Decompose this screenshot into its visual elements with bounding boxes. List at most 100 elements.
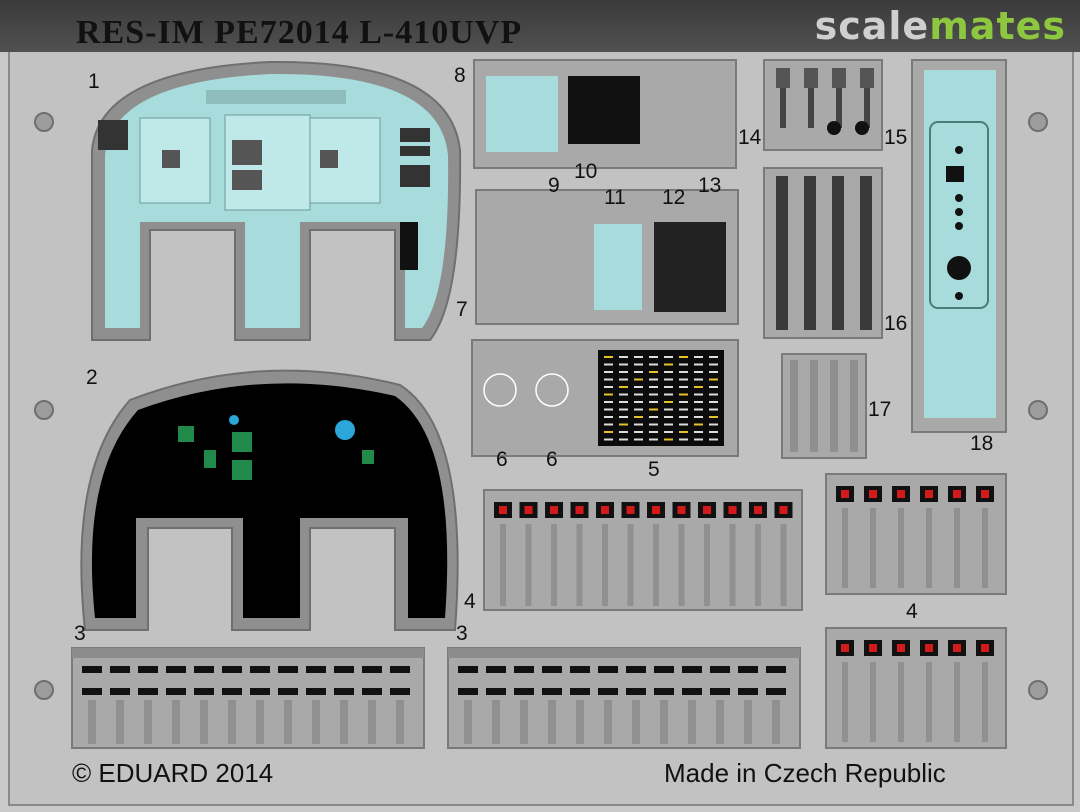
red-lamp <box>897 490 905 498</box>
part-number-17: 17 <box>868 398 892 421</box>
panel-marking <box>694 363 703 366</box>
panel-marking <box>604 438 613 441</box>
panel-marking <box>664 363 673 366</box>
red-lamp <box>981 490 989 498</box>
panel-marking <box>709 408 718 411</box>
switch-bar <box>166 688 186 695</box>
switch-slot <box>898 508 904 588</box>
panel-marking <box>694 371 703 373</box>
switch-slot <box>632 700 640 744</box>
switch-bar <box>306 688 326 695</box>
panel-marking <box>709 416 718 418</box>
watermark-mates: mates <box>929 4 1066 48</box>
switch-slot <box>926 662 932 742</box>
panel-marking <box>709 438 718 441</box>
panel-marking <box>604 363 613 366</box>
panel-marking <box>634 423 643 426</box>
switch-bar <box>598 688 618 695</box>
switch-slot <box>492 700 500 744</box>
part-number-15: 15 <box>884 126 908 149</box>
part-number-14: 14 <box>738 126 762 149</box>
switch-slot <box>982 508 988 588</box>
switch-slot <box>604 700 612 744</box>
red-lamp <box>703 506 711 514</box>
panel-marking <box>619 401 628 403</box>
part-7-12-group <box>475 189 739 325</box>
panel-marking <box>604 393 613 396</box>
part-number-11: 11 <box>604 186 626 209</box>
panel-marking <box>634 431 643 433</box>
switch-bar <box>710 688 730 695</box>
scalemates-watermark[interactable]: scalemates <box>815 4 1066 48</box>
throttle-lever <box>832 176 844 330</box>
panel-marking <box>679 408 688 411</box>
red-lamp <box>728 506 737 514</box>
lever-strip <box>850 360 858 452</box>
panel-marking <box>679 363 688 366</box>
panel-marking <box>619 363 628 366</box>
panel-marking <box>664 408 673 411</box>
switch-bar <box>278 688 298 695</box>
panel-marking <box>709 378 718 381</box>
red-lamp <box>841 490 849 498</box>
switch-bar <box>542 666 562 673</box>
mounting-hole <box>34 112 54 132</box>
switch-bar <box>710 666 730 673</box>
console-knob <box>947 256 971 280</box>
red-lamp <box>869 490 877 498</box>
switch-slot <box>602 524 608 606</box>
part-number-8: 8 <box>454 64 466 87</box>
panel-marking <box>664 401 673 403</box>
switch-bar <box>278 666 298 673</box>
console-switch <box>946 166 964 182</box>
switch-slot <box>500 524 506 606</box>
panel-marking <box>694 408 703 411</box>
part-number-16: 16 <box>884 312 908 335</box>
mounting-hole <box>1028 400 1048 420</box>
switch-bar <box>738 688 758 695</box>
part-3-left-strip <box>71 647 425 749</box>
panel-marking <box>709 401 718 403</box>
part-6-group <box>471 339 739 457</box>
switch-bar <box>334 666 354 673</box>
panel-marking <box>664 386 673 388</box>
switch-bar <box>766 666 786 673</box>
watermark-scale: scale <box>814 4 930 48</box>
mounting-hole <box>34 400 54 420</box>
switch-slot <box>576 524 583 606</box>
red-lamp <box>897 644 905 652</box>
part-number-6: 6 <box>496 448 508 471</box>
red-lamp <box>601 506 609 514</box>
sheet-title: RES-IM PE72014 L-410UVP <box>76 14 523 51</box>
panel-marking <box>604 378 613 381</box>
panel-marking <box>694 438 703 441</box>
switch-bar <box>486 666 506 673</box>
red-lamp <box>499 506 507 514</box>
panel-marking <box>634 356 643 358</box>
switch-bar <box>82 666 102 673</box>
switch-bar <box>514 688 534 695</box>
panel-marking <box>649 401 658 403</box>
switch-slot <box>256 700 264 744</box>
red-lamp <box>869 644 877 652</box>
panel-marking <box>649 431 658 433</box>
panel-marking <box>619 356 628 358</box>
switch-bar <box>166 666 186 673</box>
bracket-ring <box>483 373 517 407</box>
switch-bar <box>458 688 478 695</box>
switch-slot <box>551 524 557 606</box>
origin-text: Made in Czech Republic <box>664 758 946 788</box>
switch-slot <box>780 524 787 606</box>
panel-marking <box>664 378 673 381</box>
switch-slot <box>576 700 584 744</box>
lever-shaft <box>808 88 814 128</box>
part-18-console <box>911 59 1007 433</box>
part-number-18: 18 <box>970 432 994 455</box>
panel-marking <box>664 416 673 418</box>
red-lamp <box>841 644 849 652</box>
part-number-4: 4 <box>464 590 476 613</box>
panel-marking <box>679 393 688 396</box>
red-lamp <box>981 644 989 652</box>
panel-marking <box>649 393 658 396</box>
switch-bar <box>626 688 646 695</box>
